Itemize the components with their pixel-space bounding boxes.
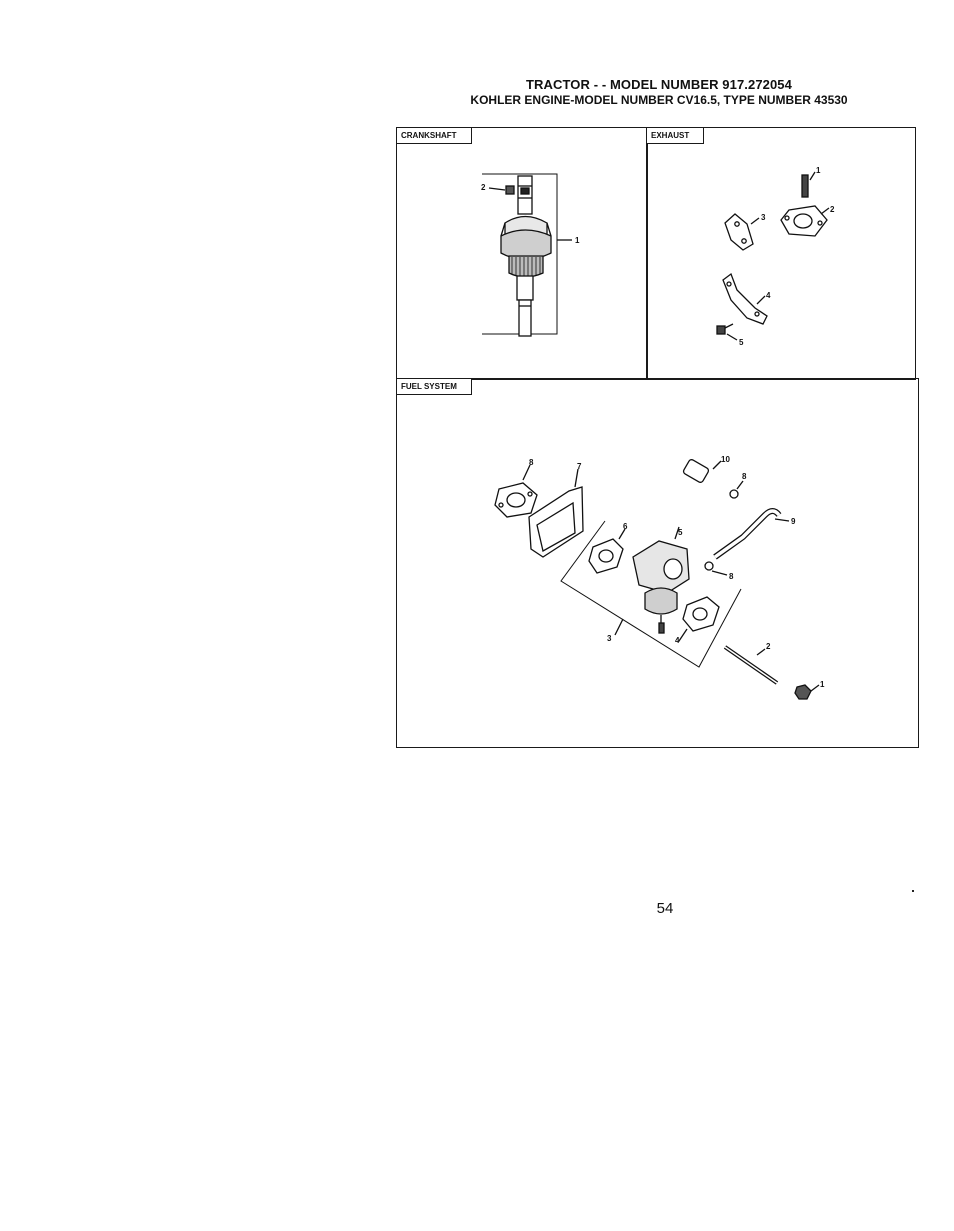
fuel-callout-8-upper: 8 xyxy=(742,472,747,481)
stray-dot xyxy=(912,890,914,892)
page-title: TRACTOR - - MODEL NUMBER 917.272054 xyxy=(526,77,792,92)
crankshaft-callout-2: 2 xyxy=(481,183,486,192)
page-subtitle: KOHLER ENGINE-MODEL NUMBER CV16.5, TYPE … xyxy=(470,93,848,107)
crankshaft-drawing: 1 2 xyxy=(481,173,580,337)
fuel-system-panel-label: FUEL SYSTEM xyxy=(396,378,472,395)
exhaust-callout-3: 3 xyxy=(761,213,766,222)
exhaust-callout-2: 2 xyxy=(830,205,835,214)
exhaust-panel-label: EXHAUST xyxy=(646,127,705,144)
fuel-callout-7: 7 xyxy=(577,462,582,471)
fuel-system-drawing: 1 2 3 4 5 6 7 8 8 8 9 10 xyxy=(494,455,825,700)
fuel-callout-5: 5 xyxy=(678,528,683,537)
crankshaft-panel-label: CRANKSHAFT xyxy=(396,127,472,144)
exhaust-callout-1: 1 xyxy=(816,166,821,175)
fuel-callout-10: 10 xyxy=(721,455,730,464)
page-number: 54 xyxy=(656,900,674,917)
exhaust-callout-5: 5 xyxy=(739,338,744,347)
exhaust-drawing: 1 2 3 4 5 xyxy=(716,166,835,347)
fuel-system-panel: FUEL SYSTEM xyxy=(396,378,919,748)
fuel-callout-9: 9 xyxy=(791,517,796,526)
fuel-callout-1: 1 xyxy=(820,680,825,689)
exhaust-panel: EXHAUST 1 2 3 xyxy=(646,127,916,380)
fuel-callout-2: 2 xyxy=(766,642,771,651)
crankshaft-panel: CRANKSHAFT xyxy=(396,127,648,380)
exhaust-callout-4: 4 xyxy=(766,291,771,300)
fuel-callout-6: 6 xyxy=(623,522,628,531)
fuel-callout-8-left: 8 xyxy=(529,458,534,467)
fuel-callout-4: 4 xyxy=(675,636,680,645)
fuel-callout-8-lower: 8 xyxy=(729,572,734,581)
crankshaft-callout-1: 1 xyxy=(575,236,580,245)
fuel-callout-3: 3 xyxy=(607,634,612,643)
